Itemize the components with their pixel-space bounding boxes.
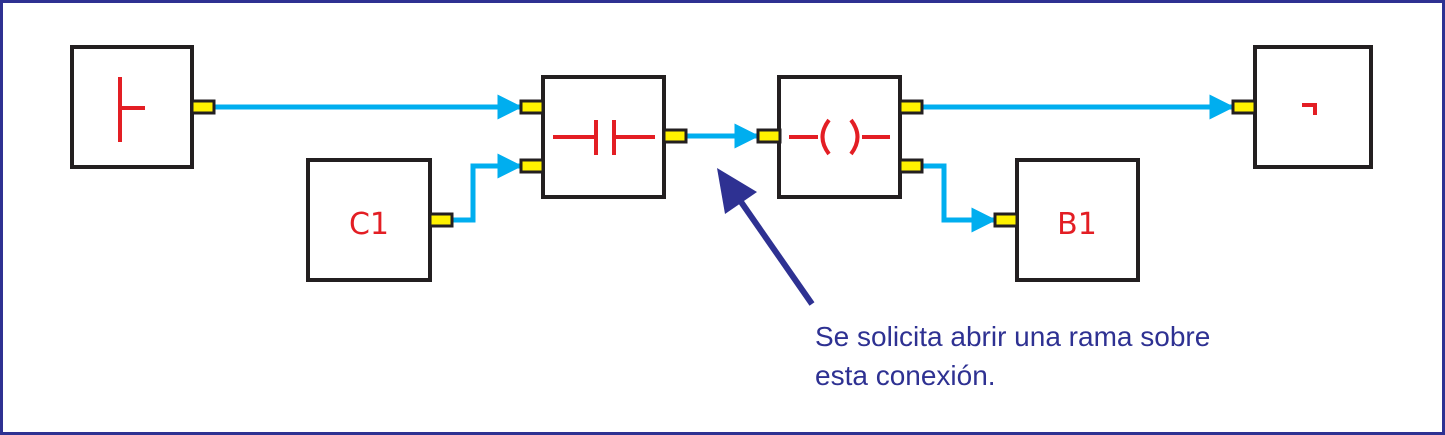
b1-input-port[interactable] — [993, 212, 1019, 228]
b1-block-box — [1015, 158, 1140, 282]
contact-input-port-2[interactable] — [519, 158, 545, 174]
b1-block[interactable]: B1 — [993, 158, 1140, 282]
contact-input-port-1[interactable] — [519, 99, 545, 115]
contact-block[interactable] — [519, 75, 688, 199]
start-block[interactable] — [70, 45, 216, 169]
c1-block-box — [306, 158, 432, 282]
end-block[interactable] — [1231, 45, 1373, 169]
note-line-2: esta conexión. — [815, 360, 996, 391]
coil-input-port[interactable] — [756, 128, 782, 144]
b1-label: B1 — [1057, 207, 1097, 242]
wires — [214, 94, 1235, 233]
c1-label: C1 — [349, 207, 389, 242]
left-rail-icon — [118, 77, 145, 142]
start-output-port[interactable] — [190, 99, 216, 115]
c1-block[interactable]: C1 — [306, 158, 454, 282]
coil-output-port-2[interactable] — [898, 158, 924, 174]
contact-icon — [553, 120, 655, 155]
annotation-note: Se solicita abrir una rama sobre esta co… — [815, 321, 1210, 391]
contact-output-port[interactable] — [662, 128, 688, 144]
note-line-1: Se solicita abrir una rama sobre — [815, 321, 1210, 352]
wire-c1-to-contact[interactable] — [452, 153, 523, 223]
coil-icon — [789, 118, 890, 156]
c1-output-port[interactable] — [428, 212, 454, 228]
end-input-port[interactable] — [1231, 99, 1257, 115]
right-rail-icon — [1302, 103, 1317, 115]
coil-output-port-1[interactable] — [898, 99, 924, 115]
wire-coil-to-b1[interactable] — [922, 163, 997, 233]
pointer-arrow-icon — [717, 168, 815, 306]
coil-block[interactable] — [756, 75, 924, 199]
